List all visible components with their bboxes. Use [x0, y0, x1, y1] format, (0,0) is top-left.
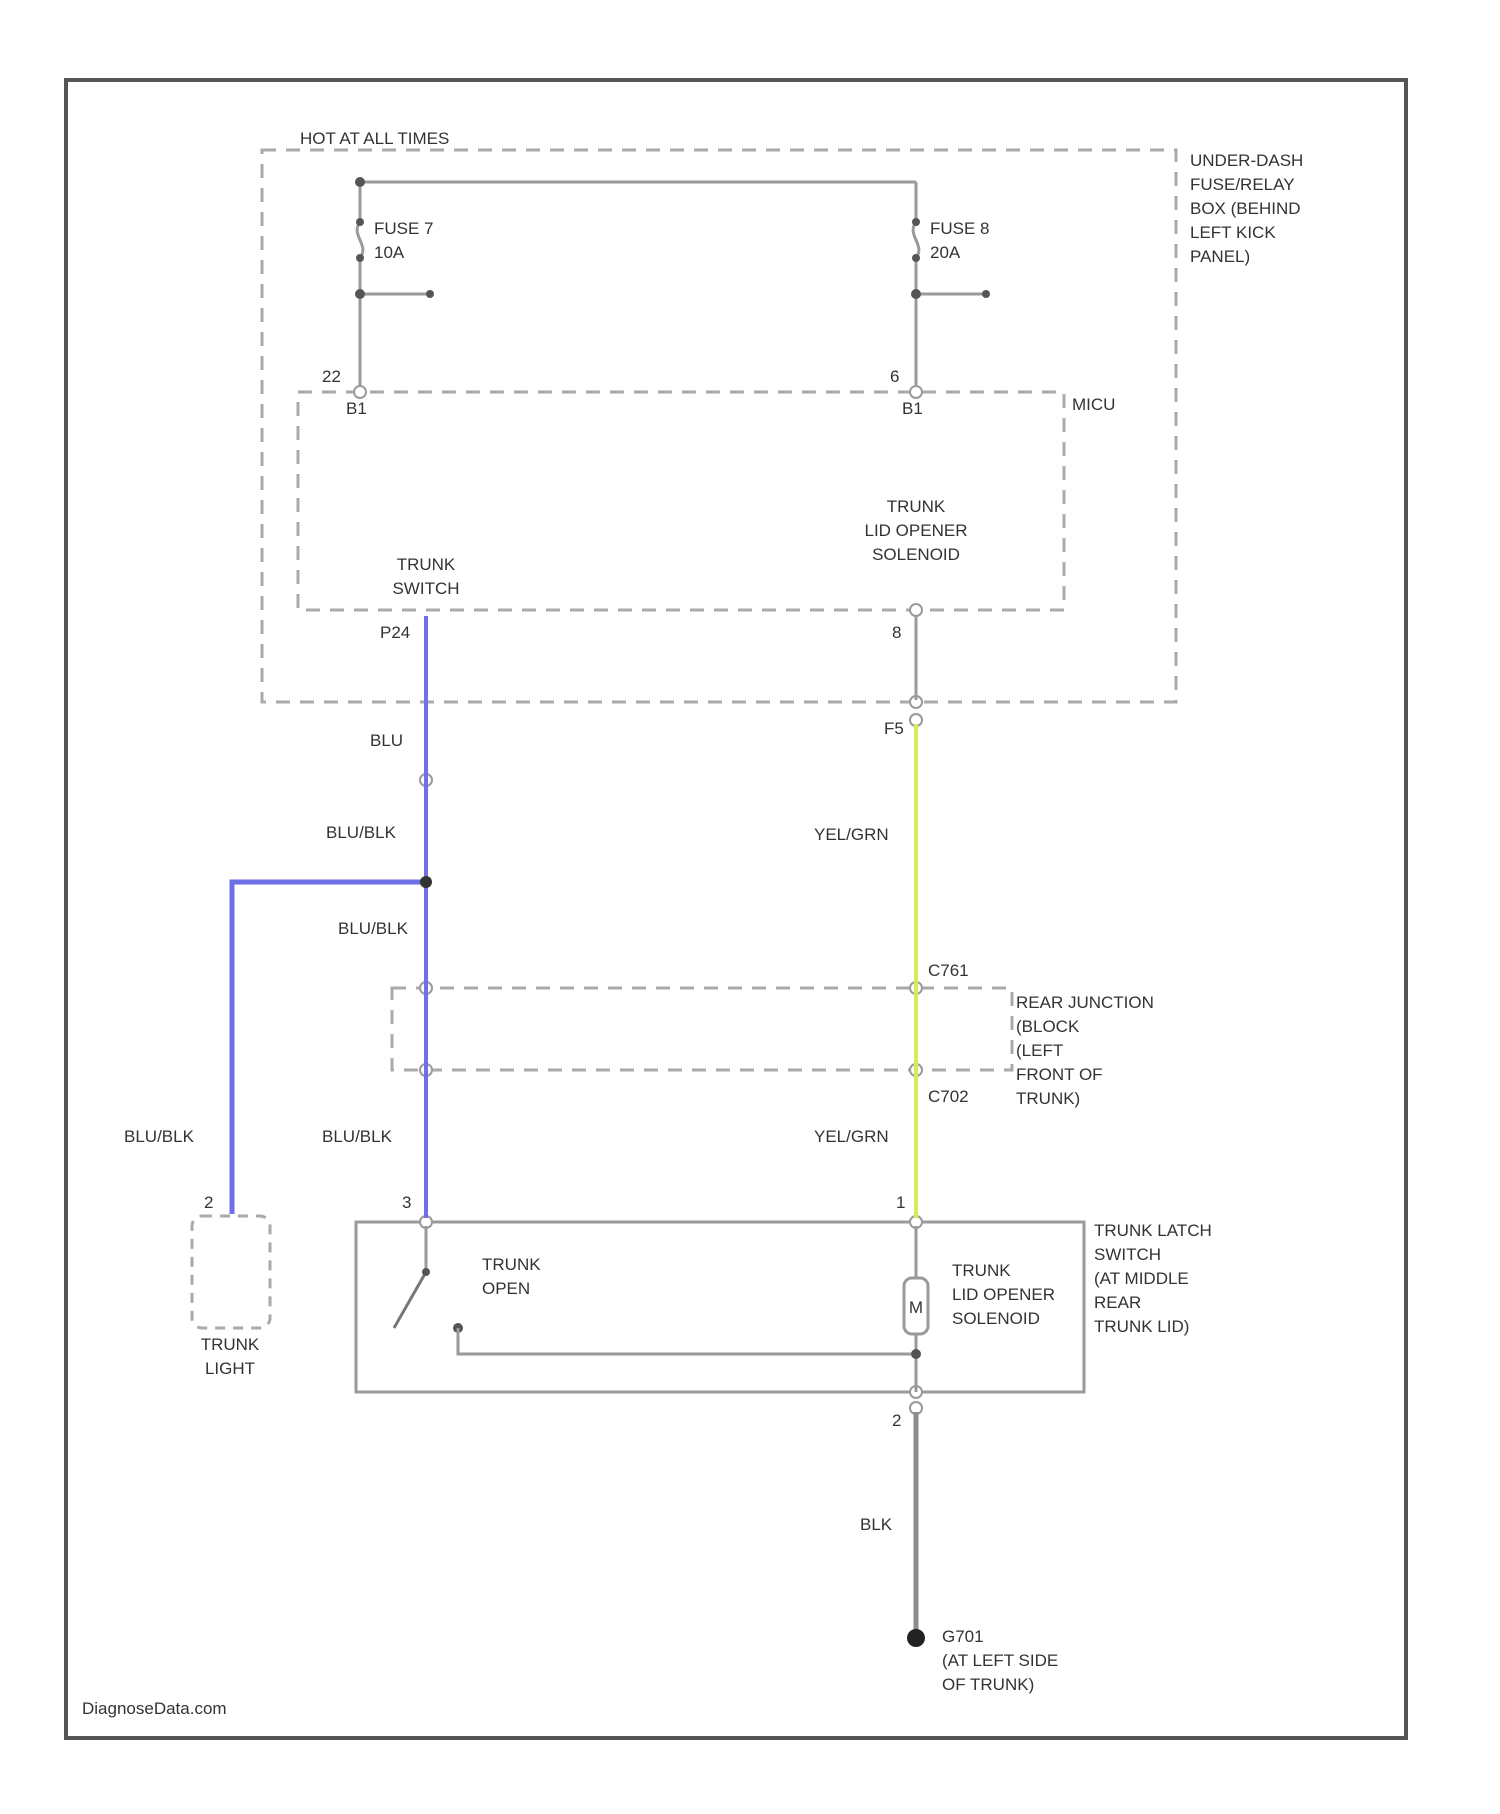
latch-solenoid-label: TRUNK LID OPENER SOLENOID: [952, 1261, 1055, 1328]
pin-3-label: 3: [402, 1193, 411, 1212]
svg-text:TRUNK: TRUNK: [201, 1335, 260, 1354]
svg-text:TRUNK: TRUNK: [397, 555, 456, 574]
pin-2-label: 2: [204, 1193, 213, 1212]
svg-text:REAR JUNCTION: REAR JUNCTION: [1016, 993, 1154, 1012]
svg-text:LIGHT: LIGHT: [205, 1359, 255, 1378]
pin-22-label: 22: [322, 367, 341, 386]
svg-text:FRONT OF: FRONT OF: [1016, 1065, 1103, 1084]
wire-blk-label: BLK: [860, 1515, 893, 1534]
svg-text:SOLENOID: SOLENOID: [952, 1309, 1040, 1328]
c761-label: C761: [928, 961, 969, 980]
connector-markers: [354, 386, 922, 1414]
pin-f5-label: F5: [884, 719, 904, 738]
svg-text:PANEL): PANEL): [1190, 247, 1250, 266]
fuse-dots: [355, 177, 990, 299]
fuse-relay-box-label: UNDER-DASH FUSE/RELAY BOX (BEHIND LEFT K…: [1190, 151, 1303, 266]
pin-1-label: 1: [896, 1193, 905, 1212]
trunk-open-switch-contact: [394, 1272, 426, 1328]
latch-return-wire: [458, 1328, 916, 1354]
micu-label: MICU: [1072, 395, 1115, 414]
b1-right-label: B1: [902, 399, 923, 418]
fuse7-rating-label: 10A: [374, 243, 405, 262]
fuse8-symbol: [913, 222, 919, 258]
latch-junction-point: [911, 1349, 921, 1359]
svg-text:TRUNK: TRUNK: [887, 497, 946, 516]
c702-label: C702: [928, 1087, 969, 1106]
ground-g701-label: G701 (AT LEFT SIDE OF TRUNK): [942, 1627, 1058, 1694]
trunk-open-label: TRUNK OPEN: [482, 1255, 541, 1298]
svg-text:G701: G701: [942, 1627, 984, 1646]
trunk-light-label: TRUNK LIGHT: [201, 1335, 260, 1378]
diagram-frame: [66, 80, 1406, 1738]
micu-solenoid-label: TRUNK LID OPENER SOLENOID: [865, 497, 968, 564]
svg-text:SWITCH: SWITCH: [1094, 1245, 1161, 1264]
b1-left-label: B1: [346, 399, 367, 418]
fuse7-name-label: FUSE 7: [374, 219, 434, 238]
svg-text:LID OPENER: LID OPENER: [952, 1285, 1055, 1304]
pin-2-bottom-label: 2: [892, 1411, 901, 1430]
pin-8-label: 8: [892, 623, 901, 642]
hot-at-all-times-label: HOT AT ALL TIMES: [300, 129, 449, 148]
splice-point: [420, 876, 432, 888]
pin-p24-label: P24: [380, 623, 410, 642]
pin-6-top-label: 6: [890, 367, 899, 386]
wire-blu-blk-label-4: BLU/BLK: [322, 1127, 393, 1146]
svg-text:OPEN: OPEN: [482, 1279, 530, 1298]
svg-text:TRUNK LATCH: TRUNK LATCH: [1094, 1221, 1212, 1240]
wire-yel-grn-label-1: YEL/GRN: [814, 825, 889, 844]
fuse8-name-label: FUSE 8: [930, 219, 990, 238]
rear-junction-block-label: REAR JUNCTION (BLOCK (LEFT FRONT OF TRUN…: [1016, 993, 1154, 1108]
ground-g701-symbol: [907, 1629, 925, 1647]
watermark-label: DiagnoseData.com: [82, 1699, 227, 1718]
solenoid-motor-label: M: [909, 1298, 923, 1317]
trunk-light-symbol: [192, 1216, 270, 1328]
svg-text:TRUNK): TRUNK): [1016, 1089, 1080, 1108]
trunk-latch-switch-label: TRUNK LATCH SWITCH (AT MIDDLE REAR TRUNK…: [1094, 1221, 1212, 1336]
svg-text:TRUNK: TRUNK: [482, 1255, 541, 1274]
micu-box-outline: [298, 392, 1064, 610]
wire-blu-label: BLU: [370, 731, 403, 750]
svg-text:LID OPENER: LID OPENER: [865, 521, 968, 540]
svg-text:TRUNK: TRUNK: [952, 1261, 1011, 1280]
wire-yel-grn-label-2: YEL/GRN: [814, 1127, 889, 1146]
switch-pivot: [422, 1268, 430, 1276]
wire-blu-blk-label-3: BLU/BLK: [124, 1127, 195, 1146]
svg-text:OF TRUNK): OF TRUNK): [942, 1675, 1034, 1694]
wire-blu-blk-label-2: BLU/BLK: [338, 919, 409, 938]
svg-text:BOX (BEHIND: BOX (BEHIND: [1190, 199, 1301, 218]
trunk-switch-label: TRUNK SWITCH: [392, 555, 459, 598]
svg-text:(AT MIDDLE: (AT MIDDLE: [1094, 1269, 1189, 1288]
svg-text:(AT LEFT SIDE: (AT LEFT SIDE: [942, 1651, 1058, 1670]
rear-junction-block-outline: [392, 988, 1012, 1070]
trunk-latch-switch-box: [356, 1222, 1084, 1392]
svg-text:(BLOCK: (BLOCK: [1016, 1017, 1080, 1036]
svg-text:LEFT KICK: LEFT KICK: [1190, 223, 1276, 242]
svg-text:FUSE/RELAY: FUSE/RELAY: [1190, 175, 1295, 194]
fuse7-symbol: [357, 222, 363, 258]
wire-blu-blk-label-1: BLU/BLK: [326, 823, 397, 842]
svg-text:(LEFT: (LEFT: [1016, 1041, 1063, 1060]
svg-text:REAR: REAR: [1094, 1293, 1141, 1312]
svg-text:SOLENOID: SOLENOID: [872, 545, 960, 564]
svg-text:TRUNK LID): TRUNK LID): [1094, 1317, 1189, 1336]
fuse8-rating-label: 20A: [930, 243, 961, 262]
svg-text:SWITCH: SWITCH: [392, 579, 459, 598]
svg-text:UNDER-DASH: UNDER-DASH: [1190, 151, 1303, 170]
